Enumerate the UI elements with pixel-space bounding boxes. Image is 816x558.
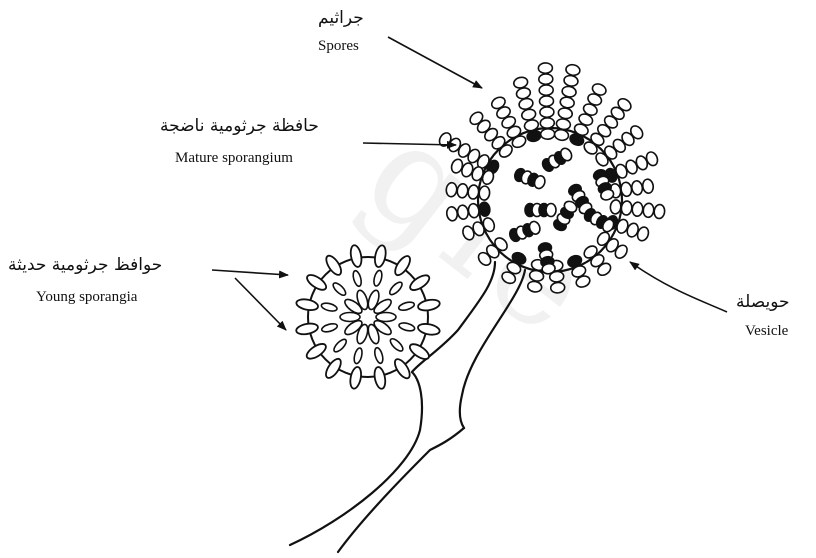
- spore: [539, 96, 553, 107]
- spores-label-english: Spores: [318, 38, 359, 55]
- spore: [653, 204, 665, 219]
- spore: [559, 96, 575, 109]
- mature-label-english: Mature sporangium: [175, 150, 293, 167]
- spore: [467, 184, 479, 199]
- spore: [478, 186, 490, 201]
- spore: [642, 179, 654, 194]
- spores-label-arabic: جراثيم: [318, 8, 364, 28]
- surface-chain: [525, 204, 556, 217]
- arrow-spores: [388, 37, 482, 88]
- spore: [563, 74, 579, 87]
- spore: [540, 118, 554, 129]
- spore: [561, 85, 577, 98]
- mature-label-arabic: حافظة جرثومية ناضجة: [160, 116, 319, 136]
- spore: [513, 76, 529, 89]
- spore: [457, 205, 469, 220]
- young-label-english: Young sporangia: [36, 289, 137, 306]
- spore: [527, 280, 543, 293]
- spore: [541, 129, 555, 140]
- spore: [539, 85, 553, 96]
- spore: [521, 108, 537, 121]
- spore: [643, 203, 655, 218]
- spore: [538, 63, 552, 74]
- young-label-arabic: حوافظ جرثومية حديثة: [8, 255, 162, 275]
- spore: [539, 74, 553, 85]
- spore: [631, 180, 643, 195]
- young-sporangium: [308, 257, 428, 377]
- spore: [550, 282, 565, 294]
- spore: [621, 200, 633, 215]
- spore: [457, 183, 469, 198]
- vesicle-label-arabic: حويصلة: [736, 292, 790, 312]
- spore: [632, 202, 644, 217]
- spore: [446, 182, 458, 197]
- arrow-young-1: [212, 270, 288, 275]
- spore: [558, 107, 574, 120]
- spore: [546, 204, 556, 217]
- spore: [446, 206, 458, 221]
- spore: [565, 64, 581, 77]
- spore: [540, 107, 554, 118]
- arrow-young-2: [235, 278, 286, 330]
- spore: [610, 199, 622, 214]
- vesicle-label-english: Vesicle: [745, 323, 788, 340]
- arrow-vesicle: [630, 262, 727, 312]
